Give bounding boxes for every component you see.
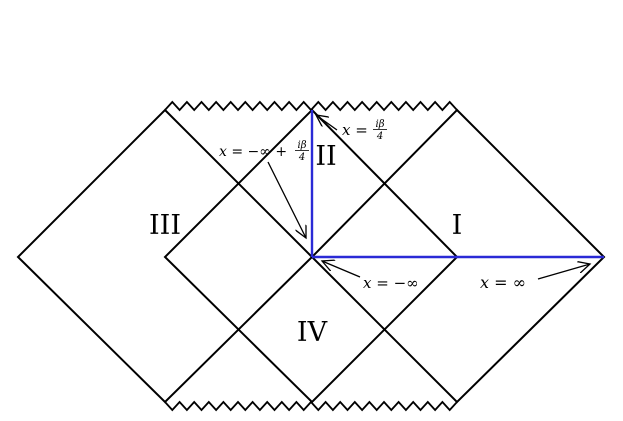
annotation-top-right-num: iβ: [376, 119, 385, 130]
annotation-center-bottom: x = −∞: [363, 274, 419, 292]
annotation-arrows: [267, 115, 590, 280]
region-label-III: III: [149, 210, 181, 241]
annotation-right-bottom: x = ∞: [480, 273, 526, 292]
arrow-top-right: [316, 115, 338, 131]
annotation-top-left: x = −∞ + iβ 4: [219, 140, 309, 163]
region-label-I: I: [452, 210, 463, 241]
annotation-top-left-num: iβ: [298, 140, 307, 151]
annotation-top-left-den: 4: [298, 152, 305, 163]
annotation-top-right: x = iβ 4: [342, 119, 387, 142]
arrow-top-left: [267, 161, 306, 238]
region-label-II: II: [315, 141, 336, 172]
annotation-top-right-lhs: x =: [342, 121, 368, 139]
highlighted-lines: [310, 110, 604, 259]
arrow-center: [322, 261, 361, 278]
bottom-singularity-zigzag: [164, 400, 458, 412]
top-singularity-zigzag: [164, 100, 458, 112]
annotation-top-right-den: 4: [376, 131, 383, 142]
annotation-top-left-lhs: x = −∞ +: [219, 144, 287, 160]
arrow-right: [537, 264, 590, 280]
region-label-IV: IV: [297, 317, 328, 348]
